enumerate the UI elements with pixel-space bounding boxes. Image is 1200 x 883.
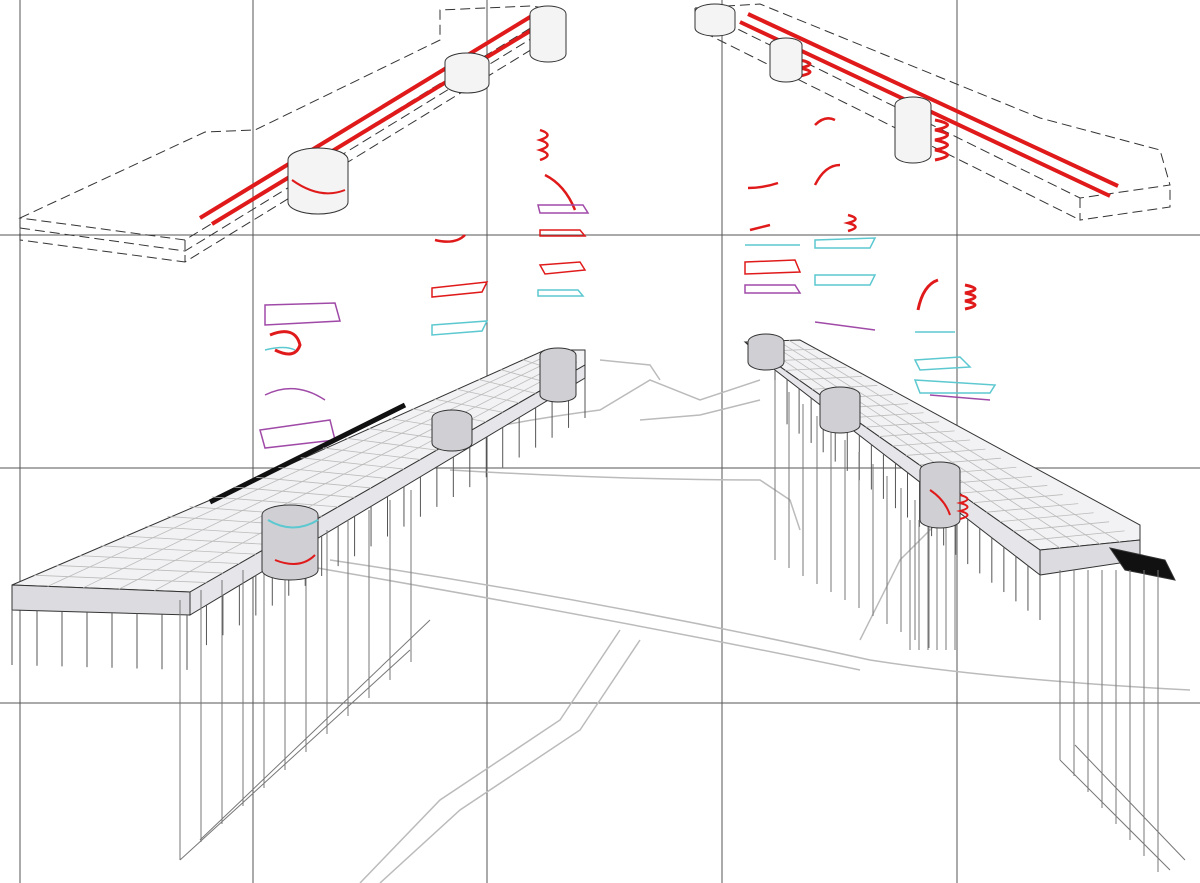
- deck-grid-line: [278, 467, 388, 479]
- deck-grid-line: [788, 340, 1121, 543]
- deck-grid-line: [879, 430, 955, 437]
- deck-grid-line: [852, 412, 924, 419]
- deck-grid-line: [123, 535, 273, 546]
- upper-right-cores: [694, 3, 932, 164]
- deck-grid-line: [972, 494, 1063, 504]
- deck-grid-line: [999, 512, 1094, 523]
- deck-grid-line: [34, 574, 207, 583]
- deck-grid-line: [905, 448, 986, 456]
- lower-right-platform: [743, 333, 1186, 872]
- deck-grid-line: [234, 486, 355, 498]
- deck-grid-line: [78, 555, 240, 565]
- upper-left-cores: [287, 5, 567, 215]
- deck-grid-line: [755, 341, 1061, 549]
- deck-grid-line: [211, 496, 339, 508]
- deck-grid-line: [959, 485, 1048, 494]
- deck-grid-line: [118, 358, 570, 590]
- deck-grid-line: [56, 565, 223, 574]
- deck-grid-line: [1026, 530, 1125, 541]
- deck-grid-line: [47, 352, 554, 587]
- deck-grid-line: [986, 503, 1079, 513]
- deck-grid-line: [798, 375, 862, 381]
- deck-grid-line: [478, 378, 536, 394]
- deck-grid-line: [456, 388, 520, 404]
- deck-grid-line: [322, 447, 421, 460]
- pier-frame: [1074, 744, 1186, 861]
- pier-frame: [1059, 759, 1171, 871]
- deck-grid-line: [777, 340, 1101, 545]
- deck-grid-line: [1013, 521, 1110, 532]
- deck-grid-line: [766, 340, 1081, 547]
- floating-curves: [259, 117, 997, 449]
- deck-grid-line: [154, 361, 578, 591]
- deck-grid-line: [892, 439, 971, 447]
- deck-grid-line: [83, 355, 562, 589]
- deck-grid-line: [256, 476, 372, 489]
- deck-grid-line: [345, 437, 437, 451]
- deck-grid-line: [433, 398, 503, 413]
- lower-left-platform: [11, 347, 586, 861]
- deck-grid-line: [100, 545, 256, 555]
- upper-left-ramps: [198, 12, 547, 226]
- deck-grid-line: [300, 457, 405, 470]
- deck-grid-line: [785, 366, 847, 371]
- pier-frame: [179, 649, 411, 861]
- upper-left-slab: [18, 5, 562, 263]
- deck-grid-line: [865, 421, 940, 428]
- pier-frame: [199, 619, 431, 841]
